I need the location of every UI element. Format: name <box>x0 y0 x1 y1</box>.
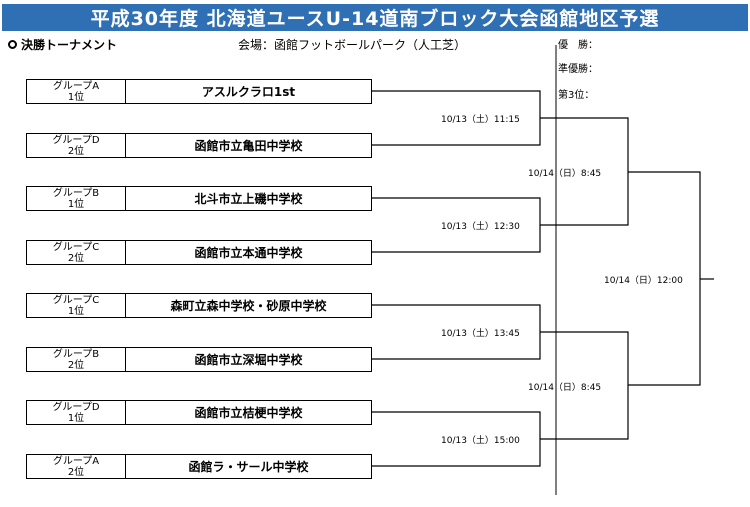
team-name: 函館市立本通中学校 <box>194 246 303 260</box>
team-group-cell: グループD 1位 <box>27 401 126 424</box>
team-name: 函館ラ・サール中学校 <box>188 460 309 474</box>
match-time-r1-4: 10/13（土）15:00 <box>441 436 520 446</box>
team-group-cell: グループC 1位 <box>27 294 126 317</box>
group-label: グループC <box>52 241 100 253</box>
team-box-2: グループD 2位 函館市立亀田中学校 <box>26 133 372 158</box>
section-title: 決勝トーナメント <box>21 38 118 52</box>
venue-label: 会場：函館フットボールパーク（人工芝） <box>238 38 467 52</box>
section-heading: 決勝トーナメント <box>8 36 117 53</box>
team-name: 森町立森中学校・砂原中学校 <box>170 299 327 313</box>
team-box-3: グループB 1位 北斗市立上磯中学校 <box>26 186 372 211</box>
team-box-4: グループC 2位 函館市立本通中学校 <box>26 240 372 265</box>
circle-bullet-icon <box>8 40 17 49</box>
match-time-final: 10/14（日）12:00 <box>604 276 683 286</box>
group-label: グループA <box>52 455 100 467</box>
team-name: 函館市立深堀中学校 <box>194 353 303 367</box>
runner-up-label: 準優勝： <box>558 64 598 75</box>
match-time-semi-2: 10/14（日）8:45 <box>528 383 602 393</box>
group-label: グループB <box>52 348 100 360</box>
team-box-6: グループB 2位 函館市立深堀中学校 <box>26 347 372 372</box>
team-box-5: グループC 1位 森町立森中学校・砂原中学校 <box>26 293 372 318</box>
team-name: アスルクラロ1st <box>201 85 296 99</box>
rank-label: 1位 <box>67 412 85 424</box>
rank-label: 1位 <box>67 91 85 103</box>
team-group-cell: グループA 2位 <box>27 455 126 478</box>
rank-label: 1位 <box>67 198 85 210</box>
rank-label: 2位 <box>67 145 85 157</box>
match-time-r1-2: 10/13（土）12:30 <box>441 222 520 232</box>
team-group-cell: グループB 2位 <box>27 348 126 371</box>
rank-label: 2位 <box>67 359 85 371</box>
rank-label: 2位 <box>67 466 85 478</box>
match-time-r1-3: 10/13（土）13:45 <box>441 329 520 339</box>
group-label: グループD <box>52 134 100 146</box>
team-group-cell: グループB 1位 <box>27 187 126 210</box>
rank-label: 2位 <box>67 252 85 264</box>
team-group-cell: グループD 2位 <box>27 134 126 157</box>
page-title: 平成30年度 北海道ユースU-14道南ブロック大会函館地区予選 <box>2 4 748 31</box>
match-time-semi-1: 10/14（日）8:45 <box>528 169 602 179</box>
team-box-8: グループA 2位 函館ラ・サール中学校 <box>26 454 372 479</box>
team-name: 函館市立桔梗中学校 <box>194 406 303 420</box>
team-name: 北斗市立上磯中学校 <box>194 192 303 206</box>
team-box-7: グループD 1位 函館市立桔梗中学校 <box>26 400 372 425</box>
team-group-cell: グループC 2位 <box>27 241 126 264</box>
team-group-cell: グループA 1位 <box>27 80 126 103</box>
match-time-r1-1: 10/13（土）11:15 <box>441 115 520 125</box>
group-label: グループA <box>52 80 100 92</box>
team-name: 函館市立亀田中学校 <box>194 139 303 153</box>
third-place-label: 第3位： <box>558 90 595 101</box>
group-label: グループD <box>52 401 100 413</box>
rank-label: 1位 <box>67 305 85 317</box>
group-label: グループC <box>52 294 100 306</box>
team-box-1: グループA 1位 アスルクラロ1st <box>26 79 372 104</box>
group-label: グループB <box>52 187 100 199</box>
champion-label: 優 勝： <box>558 40 598 51</box>
